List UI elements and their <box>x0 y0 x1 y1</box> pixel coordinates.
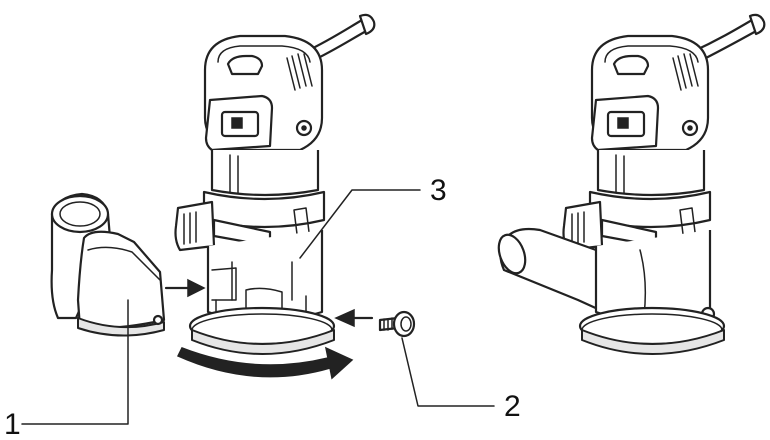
leader-line-3 <box>299 189 421 259</box>
nozzle-shroud <box>76 230 166 330</box>
dust-nozzle-part <box>50 192 166 337</box>
vent-slots-right <box>672 53 699 91</box>
rotation-arrow-icon <box>176 346 354 380</box>
vent-slots-left <box>286 53 313 91</box>
callout-2: 2 <box>504 390 521 423</box>
leader-line-2 <box>401 337 495 407</box>
insert-arrow-icon <box>164 278 206 298</box>
leader-line-1 <box>21 299 129 425</box>
clamp-lever-left <box>174 200 216 252</box>
callout-1: 1 <box>4 408 21 440</box>
router-left <box>174 13 376 355</box>
callout-3: 3 <box>430 174 447 207</box>
thumb-screw-part <box>334 308 416 338</box>
router-right-assembled <box>497 13 766 355</box>
